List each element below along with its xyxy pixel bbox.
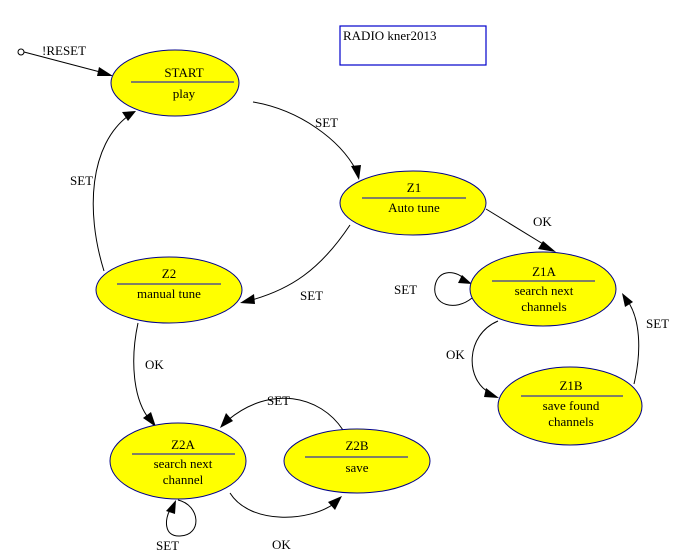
- state-shape: [497, 366, 643, 446]
- diagram-title: RADIO kner2013: [343, 28, 437, 43]
- edge-line: [252, 101, 357, 171]
- edge-line: [485, 208, 549, 248]
- edge-label: OK: [533, 214, 552, 229]
- arrowhead: [166, 500, 176, 514]
- state-name: Z2B: [345, 438, 368, 453]
- edge-label: SET: [300, 288, 323, 303]
- state-action-line-2: channels: [548, 414, 593, 429]
- edge-line: [471, 320, 499, 394]
- edge-label: OK: [272, 537, 291, 552]
- edge-line: [626, 299, 640, 385]
- state-shape: [339, 170, 487, 236]
- state-shape: [283, 428, 431, 494]
- initial-point: [17, 48, 25, 56]
- arrowhead: [458, 275, 472, 284]
- edge-line: [227, 397, 344, 431]
- state-z1[interactable]: Z1 Auto tune: [339, 170, 487, 236]
- edge-label: !RESET: [42, 43, 86, 58]
- state-action-line-2: channel: [163, 472, 204, 487]
- arrowhead: [143, 412, 156, 427]
- transition-z1a-self[interactable]: SET: [394, 272, 473, 306]
- edge-label: OK: [145, 357, 164, 372]
- edge-line: [133, 322, 151, 421]
- state-name: Z1: [407, 180, 421, 195]
- state-name: Z2A: [171, 437, 195, 452]
- state-shape: [469, 251, 617, 327]
- edge-line: [247, 224, 351, 302]
- edge-label: SET: [267, 393, 290, 408]
- edge-line: [229, 492, 336, 518]
- transition-z1-z1a[interactable]: OK: [485, 208, 556, 252]
- edge-line: [165, 499, 197, 537]
- state-shape: [95, 256, 243, 324]
- transition-z2b-z2a[interactable]: SET: [220, 393, 344, 431]
- state-name: START: [164, 65, 203, 80]
- edge-label: SET: [646, 316, 669, 331]
- arrowhead: [351, 165, 361, 180]
- title-frame: [339, 25, 487, 66]
- state-action-line-2: channels: [521, 299, 566, 314]
- edge-label: SET: [315, 115, 338, 130]
- title-box: RADIO kner2013: [339, 25, 487, 66]
- edge-label: SET: [394, 282, 417, 297]
- state-action: Auto tune: [388, 200, 440, 215]
- state-z2[interactable]: Z2 manual tune: [95, 256, 243, 324]
- arrowhead: [220, 413, 233, 428]
- edge-line: [23, 51, 105, 74]
- state-shape: [109, 422, 247, 500]
- arrowhead: [122, 111, 136, 121]
- state-z1b[interactable]: Z1B save found channels: [497, 366, 643, 446]
- edge-label: SET: [70, 173, 93, 188]
- transition-z2a-z2b[interactable]: OK: [229, 492, 342, 552]
- state-start[interactable]: START play: [110, 49, 240, 117]
- arrowhead: [538, 241, 556, 252]
- transition-z1a-z1b[interactable]: OK: [446, 320, 499, 398]
- transition-start-z1[interactable]: SET: [252, 101, 361, 180]
- state-action-line-1: search next: [515, 283, 574, 298]
- edge-line: [92, 115, 129, 272]
- transition-z2-start[interactable]: SET: [70, 111, 136, 272]
- state-z2b[interactable]: Z2B save: [283, 428, 431, 494]
- state-name: Z1B: [559, 378, 582, 393]
- state-name: Z1A: [532, 264, 556, 279]
- edge-line: [434, 272, 473, 306]
- arrowhead: [240, 294, 255, 304]
- transition-z1-z2[interactable]: SET: [240, 224, 351, 304]
- transition-z1b-z1a[interactable]: SET: [622, 293, 669, 385]
- state-z2a[interactable]: Z2A search next channel: [109, 422, 247, 500]
- state-z1a[interactable]: Z1A search next channels: [469, 251, 617, 327]
- state-action: play: [173, 86, 196, 101]
- arrowhead: [97, 67, 113, 76]
- arrowhead: [484, 388, 499, 398]
- state-name: Z2: [162, 266, 176, 281]
- state-action-line-1: save found: [543, 398, 600, 413]
- transition-reset[interactable]: !RESET: [17, 43, 113, 76]
- state-action-line-1: search next: [154, 456, 213, 471]
- edge-label: SET: [156, 538, 179, 553]
- arrowhead: [622, 293, 633, 307]
- state-action: save: [345, 460, 368, 475]
- transition-z2a-self[interactable]: SET: [156, 499, 197, 553]
- transition-z2-z2a[interactable]: OK: [133, 322, 165, 427]
- state-action: manual tune: [137, 286, 201, 301]
- state-shape: [110, 49, 240, 117]
- arrowhead: [328, 496, 342, 510]
- edge-label: OK: [446, 347, 465, 362]
